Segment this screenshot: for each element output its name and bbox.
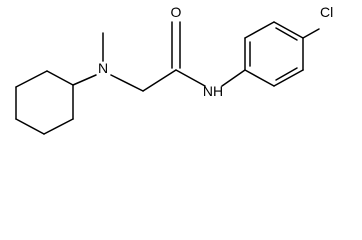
bond: [221, 69, 246, 87]
bond: [244, 69, 275, 87]
cyclohexane-ring: [15, 70, 74, 135]
bond: [72, 74, 97, 86]
bond: [175, 69, 206, 87]
amine-group: N: [72, 32, 144, 92]
atom-label-o-carbonyl: O: [171, 4, 182, 20]
amide-group: O NH: [142, 4, 246, 99]
aromatic-inner-bond: [275, 27, 298, 41]
bond: [244, 21, 275, 39]
bond: [15, 118, 45, 135]
bond: [273, 21, 304, 39]
chemical-structure-diagram: N O NH Cl: [15, 4, 333, 135]
bond: [15, 70, 48, 88]
aromatic-inner-bond: [275, 67, 298, 81]
bond: [46, 70, 74, 86]
atom-label-nh-amide: NH: [203, 83, 223, 99]
chlorophenyl-ring: Cl: [244, 4, 333, 87]
bond: [142, 69, 177, 92]
bond: [43, 118, 74, 135]
bond: [110, 74, 144, 92]
atom-label-n-amine: N: [98, 60, 108, 76]
bond: [273, 69, 304, 87]
atom-label-cl: Cl: [320, 4, 333, 20]
bond: [302, 28, 320, 39]
